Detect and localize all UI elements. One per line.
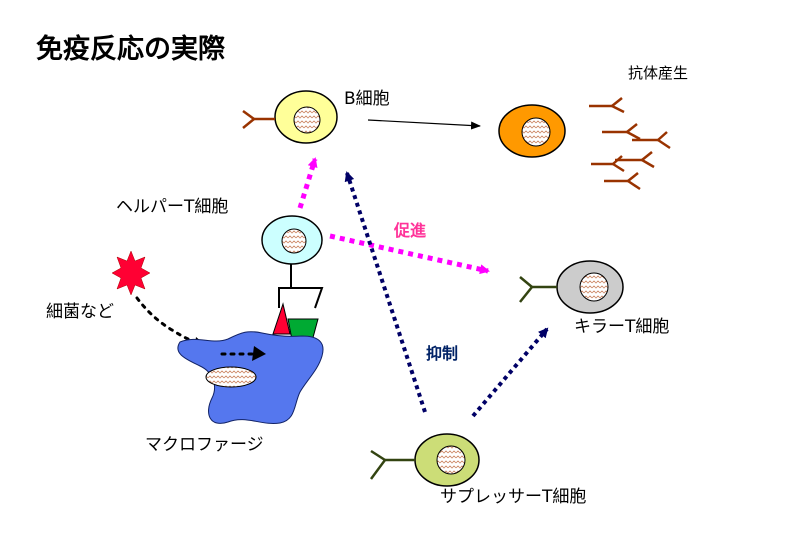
- killer-t-receptor: [519, 276, 557, 303]
- killer-t-cell-label: キラーT細胞: [574, 317, 669, 337]
- bacteria-label: 細菌など: [46, 302, 114, 322]
- suppressor-t-cell: [369, 433, 480, 487]
- b-cell-label: B細胞: [344, 89, 390, 109]
- plasma-cell: [498, 104, 566, 158]
- helper-t-receptor: [278, 264, 324, 309]
- antibody-production-label: 抗体産生: [628, 64, 688, 82]
- promote-arrow-to-b-cell: [297, 157, 318, 209]
- antigen-fragment: [272, 302, 291, 335]
- processing-arrowhead: [252, 346, 266, 361]
- suppressor-t-receptor: [369, 449, 415, 480]
- helper-t-cell-label: ヘルパーT細胞: [116, 197, 228, 217]
- ingestion-path: [135, 296, 202, 346]
- promote-label: 促進: [393, 221, 426, 240]
- b-cell: [242, 90, 338, 144]
- promote-arrow-to-killer-t: [329, 233, 490, 275]
- suppress-label: 抑制: [426, 344, 458, 363]
- macrophage-nucleus: [205, 366, 257, 388]
- suppress-arrow-to-b-cell: [344, 171, 427, 413]
- suppress-arrow-to-killer-t: [471, 327, 549, 418]
- differentiation-arrow: [367, 119, 481, 130]
- suppressor-t-cell-label: サプレッサーT細胞: [440, 487, 586, 507]
- helper-t-cell: [261, 215, 323, 265]
- antibodies: [589, 97, 671, 191]
- b-cell-receptor: [242, 109, 275, 129]
- page-title: 免疫反応の実際: [36, 33, 225, 65]
- macrophage-label: マクロファージ: [145, 435, 264, 455]
- bacteria-icon: [111, 250, 151, 296]
- killer-t-cell: [519, 260, 624, 314]
